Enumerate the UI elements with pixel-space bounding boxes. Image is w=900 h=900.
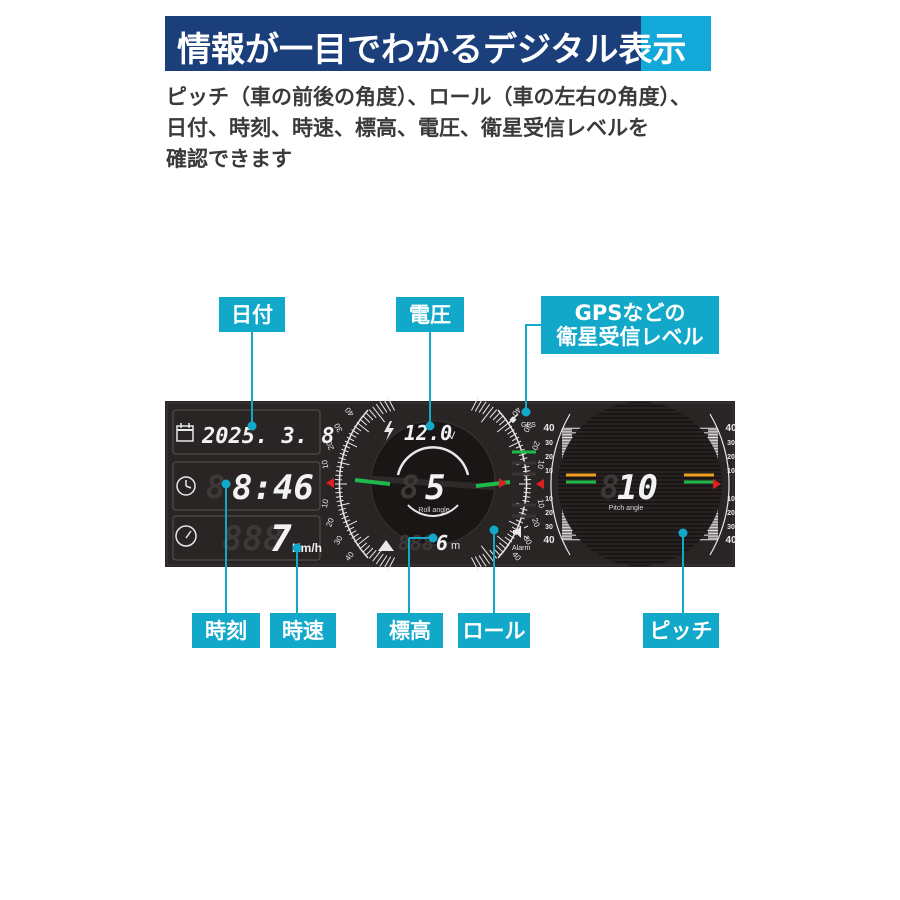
title-accent (641, 16, 711, 71)
speed-readout: 7 (270, 519, 292, 560)
callout-connectors (221, 324, 688, 614)
lightning-icon (384, 421, 394, 441)
pitch-scale-label: 20 (727, 454, 735, 461)
pitch-scale-label: 40 (725, 423, 737, 434)
clock-icon (176, 476, 196, 496)
svg-text:888: 888 (398, 531, 434, 555)
roll-scale-label: 20 (324, 439, 336, 451)
callout-altitude: 標高 (377, 613, 443, 648)
callout-time: 時刻 (192, 613, 260, 648)
roll-caption: Roll angle (418, 507, 449, 514)
callout-pitch: ピッチ (643, 613, 719, 648)
alarm-label: Alarm (512, 545, 530, 552)
pitch-scale-label: 30 (545, 440, 553, 447)
pitch-scale-label: 30 (727, 524, 735, 531)
roll-scale-label: 20 (530, 517, 542, 529)
pitch-scale-label: 10 (545, 496, 553, 503)
svg-text:8: 8 (400, 468, 419, 506)
pitch-value: 10 (617, 468, 658, 508)
altitude-readout: 6 (436, 531, 448, 555)
altitude-unit: m (451, 540, 460, 552)
svg-text:8: 8 (206, 468, 225, 506)
speedometer-icon (175, 525, 197, 547)
pitch-scale-label: 40 (725, 535, 737, 546)
gps-label: GPS (521, 422, 536, 429)
pitch-scale-label: 10 (545, 468, 553, 475)
pitch-scale-label: 30 (727, 440, 735, 447)
pitch-caption: Pitch angle (609, 505, 644, 512)
pitch-scale-label: 20 (727, 510, 735, 517)
callout-roll: ロール (458, 613, 530, 648)
roll-marker-left (326, 478, 334, 488)
pitch-scale-label: 20 (545, 510, 553, 517)
page-title: 情報が一目でわかるデジタル表示 (177, 30, 687, 70)
callout-date: 日付 (219, 297, 285, 332)
callout-voltage: 電圧 (396, 297, 464, 332)
roll-scale-label: 10 (320, 498, 331, 509)
pitch-scale-label: 20 (545, 454, 553, 461)
roll-value: 5 (425, 468, 445, 508)
pitch-scale-label: 40 (543, 423, 555, 434)
date-readout: 2025. 3. 8 (201, 424, 334, 449)
callout-speed: 時速 (270, 613, 336, 648)
pitch-scale-label: 10 (727, 468, 735, 475)
roll-marker-right (499, 478, 507, 488)
description-line-3: 確認できます (166, 147, 292, 171)
callout-gps: GPSなどの 衛星受信レベル (541, 296, 719, 354)
pitch-scale-label: 10 (727, 496, 735, 503)
voltage-unit: V (448, 430, 456, 442)
speaker-icon (513, 525, 529, 539)
description-line-2: 日付、時刻、時速、標高、電圧、衛星受信レベルを (166, 116, 649, 140)
pitch-marker-left (536, 479, 544, 489)
mountain-icon (378, 540, 394, 551)
calendar-icon (176, 423, 194, 442)
roll-scale-label: 20 (530, 440, 542, 452)
roll-scale-label: 10 (536, 459, 547, 470)
svg-text:888: 888 (222, 519, 283, 559)
time-readout: 8:46 (232, 468, 314, 508)
roll-scale-label: 10 (320, 459, 331, 470)
roll-scale-label: 20 (324, 516, 336, 528)
satellite-icon (507, 413, 519, 425)
pitch-scale-label: 30 (545, 524, 553, 531)
pitch-scale-label: 40 (543, 535, 555, 546)
roll-indicator-left (354, 478, 391, 486)
svg-text:8: 8 (600, 468, 619, 506)
description: ピッチ（車の前後の角度）、ロール（車の左右の角度）、 日付、時刻、時速、標高、電… (166, 82, 766, 175)
title-banner: 情報が一目でわかるデジタル表示 (165, 16, 711, 71)
description-line-1: ピッチ（車の前後の角度）、ロール（車の左右の角度）、 (166, 85, 691, 109)
roll-scale-label: 10 (536, 498, 547, 509)
gps-signal-bars (512, 450, 536, 518)
pitch-marker-right (713, 479, 721, 489)
